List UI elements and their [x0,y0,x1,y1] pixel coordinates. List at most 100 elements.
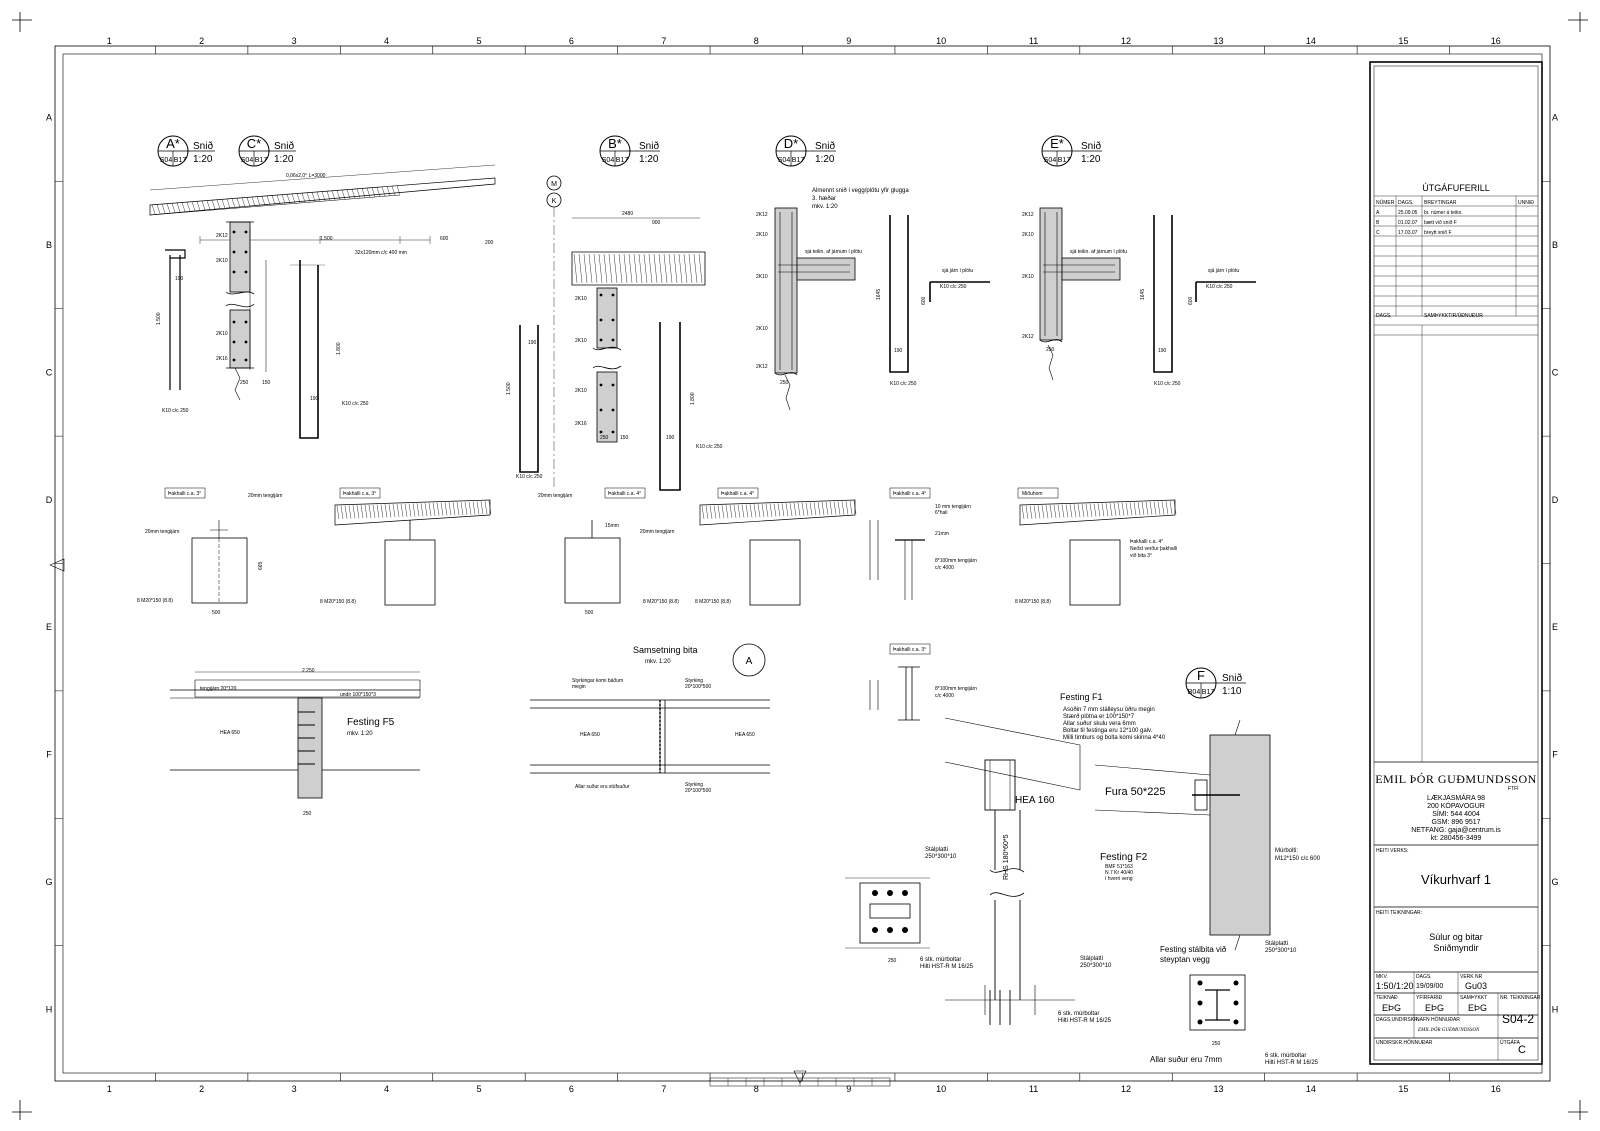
svg-text:K10 c/c 250: K10 c/c 250 [696,444,723,450]
svg-text:190: 190 [310,396,319,402]
svg-text:E*: E* [1050,136,1064,151]
svg-text:600: 600 [921,296,927,305]
svg-text:í hverri veng: í hverri veng [1105,876,1133,882]
svg-text:sjá járn í plötu: sjá járn í plötu [1208,268,1239,274]
issue-label: ÚTGÁFA [1500,1040,1521,1046]
section-header-e: E* S04 B17 Snið 1:20 [1041,135,1102,167]
rev-header-desc: BREYTINGAR [1424,200,1457,206]
svg-text:1:20: 1:20 [274,154,294,165]
svg-text:1.500: 1.500 [320,236,333,242]
samsetning-bita-labels: A Samsetning bita mkv. 1:20 Styrkingar k… [572,645,755,794]
svg-text:2K12: 2K12 [1022,334,1034,340]
svg-text:Þakhalli c.a. 3°: Þakhalli c.a. 3° [168,491,201,497]
svg-text:Allar suður eru stúfsuður: Allar suður eru stúfsuður [575,783,630,790]
rev-desc: br. númer á teikn. [1424,210,1463,216]
i-section-small-labels: Þakhalli c.a. 3° 8*100mm tengijárn c/c 4… [893,647,977,699]
row-letter: E [1552,622,1558,632]
svg-text:1.500: 1.500 [506,382,512,395]
svg-text:við bita 3°: við bita 3° [1130,552,1152,559]
svg-text:Snið: Snið [193,140,213,152]
svg-text:Þakhalli c.a. 4°: Þakhalli c.a. 4° [1130,539,1163,545]
svg-text:S04: S04 [241,157,254,164]
column-number: 1 [107,1084,112,1094]
svg-text:B17: B17 [1202,689,1215,696]
svg-text:250: 250 [600,435,609,441]
column-number: 8 [754,1084,759,1094]
svg-text:Hilti HST-R M 16/25: Hilti HST-R M 16/25 [1265,1060,1319,1066]
column-number: 4 [384,36,389,46]
svg-text:Þakhalli c.a. 4°: Þakhalli c.a. 4° [721,491,754,497]
base-plate-right-labels: Festing stálbita við steyptan vegg Stálp… [1150,941,1319,1066]
festing-f1-drawing [944,717,1271,1025]
svg-text:900: 900 [652,220,661,226]
svg-text:N.7 Kr 40/40: N.7 Kr 40/40 [1105,870,1133,876]
svg-text:2K10: 2K10 [756,232,768,238]
rev-num: B [1376,220,1380,226]
svg-text:2K10: 2K10 [216,331,228,337]
row-letter: B [1552,240,1558,250]
rev-num: A [1376,210,1380,216]
column-number: 2 [199,36,204,46]
drawing-subtitle: Sniðmyndir [1433,943,1479,953]
column-number: 5 [476,36,481,46]
svg-text:C*: C* [247,136,261,151]
svg-text:Styrking: Styrking [685,678,703,684]
svg-text:HEA 650: HEA 650 [580,732,600,738]
column-number: 11 [1029,1084,1038,1094]
section-id: A* [166,136,180,151]
svg-text:K10 c/c 250: K10 c/c 250 [940,284,967,290]
svg-text:250*300*10: 250*300*10 [925,854,957,860]
svg-text:2K12: 2K12 [216,233,228,239]
festing-f5-drawing [170,671,421,799]
svg-text:8 M20*150 (8.8): 8 M20*150 (8.8) [1015,599,1051,605]
svg-text:Almennt snið í vegg/plötu yfir: Almennt snið í vegg/plötu yfir glugga [812,187,909,194]
svg-text:1:20: 1:20 [193,154,213,165]
svg-text:20mm tengijárn: 20mm tengijárn [248,493,283,499]
signed-label: DAGS.UNDIRSKR. [1376,1017,1420,1023]
base-plate-left-labels: Stálplatti 250*300*10 250 6 stk. múrbolt… [888,847,974,970]
column-number: 7 [661,1084,666,1094]
svg-text:Stálplatti: Stálplatti [1080,956,1103,962]
svg-text:2K10: 2K10 [216,258,228,264]
svg-text:250: 250 [1212,1041,1221,1047]
section-header-b: B* S04 B17 Snið 1:20 [599,135,660,167]
svg-text:2K10: 2K10 [575,388,587,394]
svg-text:Hilti HST-R M 16/25: Hilti HST-R M 16/25 [920,964,974,970]
svg-text:F: F [1197,668,1205,683]
svg-text:32x120mm c/c 400 mm: 32x120mm c/c 400 mm [355,250,407,256]
svg-text:mkv. 1:20: mkv. 1:20 [645,659,671,665]
svg-text:2K10: 2K10 [575,296,587,302]
svg-text:Festing F1: Festing F1 [1060,692,1103,702]
svg-text:K10 c/c 250: K10 c/c 250 [890,381,917,387]
svg-text:Snið: Snið [274,140,294,152]
column-number: 12 [1121,36,1131,46]
svg-text:2K12: 2K12 [756,212,768,218]
column-number: 1 [107,36,112,46]
svg-text:200: 200 [485,240,494,246]
svg-text:steyptan vegg: steyptan vegg [1160,955,1210,964]
column-number: 9 [846,36,851,46]
column-number: 14 [1306,36,1316,46]
svg-text:S04: S04 [1044,157,1057,164]
svg-text:20mm tengijárn: 20mm tengijárn [640,529,675,535]
svg-text:Styrking: Styrking [685,782,703,788]
drawing-frame [12,12,1588,1120]
svg-text:1.800: 1.800 [336,342,342,355]
i-section-small [869,643,931,721]
project-name: Víkurhvarf 1 [1420,872,1492,887]
svg-text:2K10: 2K10 [1022,232,1034,238]
svg-text:Þakhalli c.a. 3°: Þakhalli c.a. 3° [893,647,926,653]
sign-label: UNDIRSKR.HÖNNUÐAR [1376,1040,1433,1046]
row-letter: G [45,877,52,887]
svg-text:2K16: 2K16 [575,421,587,427]
svg-text:sjá járn í plötu: sjá járn í plötu [942,268,973,274]
base-plate-left [845,877,930,949]
svg-text:D*: D* [784,136,798,151]
svg-text:1.500: 1.500 [156,312,162,325]
column-number: 8 [754,36,759,46]
scale-label: MKV. [1376,974,1388,980]
detail-hatches [336,501,1177,519]
row-letter: D [46,495,53,505]
svg-text:Boltar til festinga eru 12*100: Boltar til festinga eru 12*100 galv. [1063,728,1153,734]
svg-text:tengijárn 20*120: tengijárn 20*120 [200,686,237,692]
